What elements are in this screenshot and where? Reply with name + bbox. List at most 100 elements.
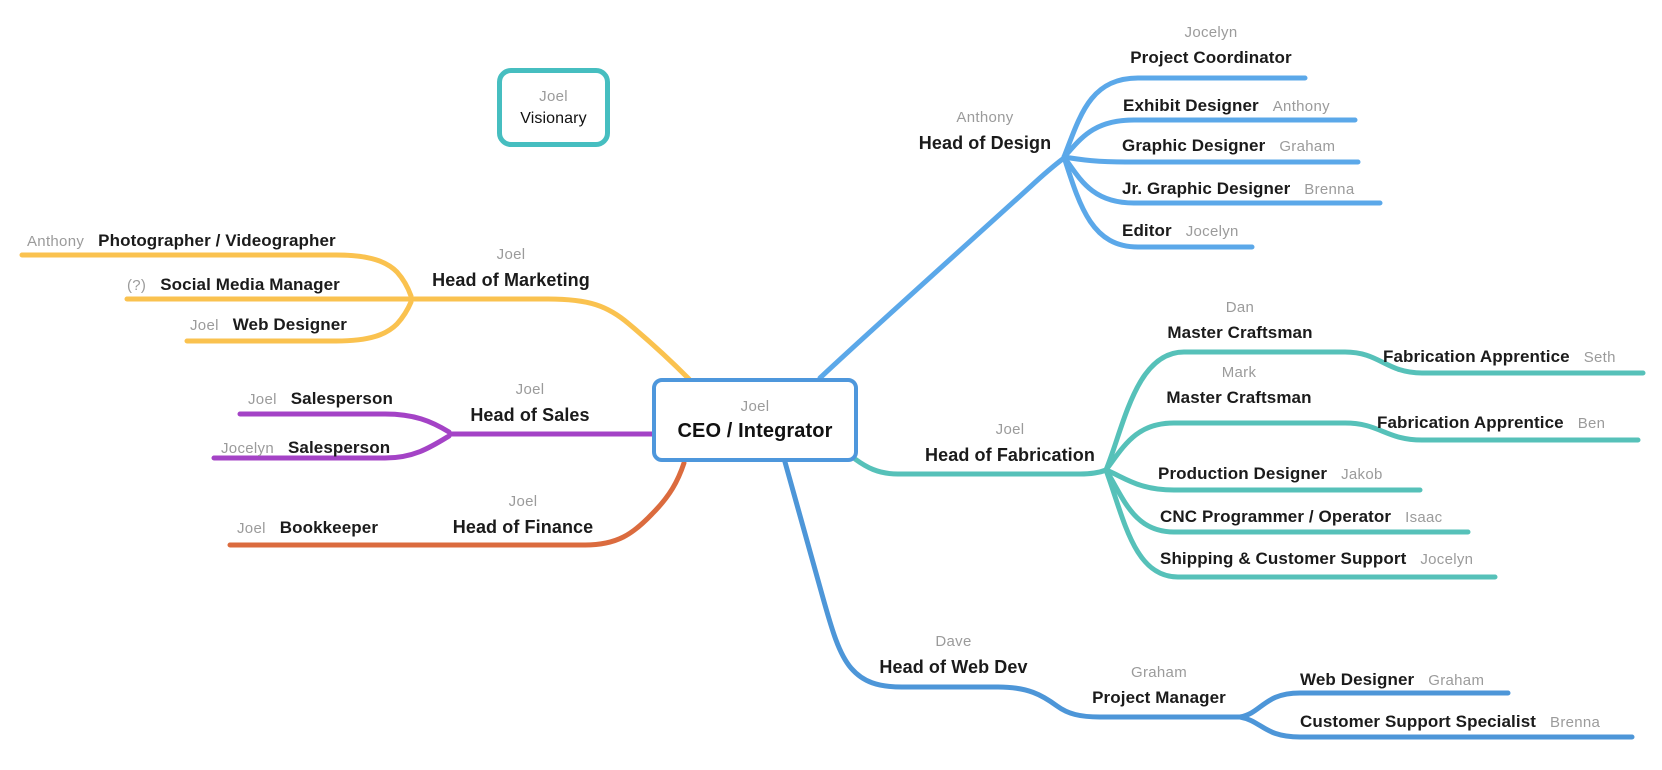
- node-name: Jocelyn: [1185, 223, 1239, 240]
- node-role: Jr. Graphic Designer: [1122, 179, 1291, 198]
- customer-support-branch-line: [1237, 714, 1635, 740]
- webdev-branch-line: [782, 459, 1243, 720]
- node-role: Exhibit Designer: [1123, 96, 1259, 115]
- web-designer-mkt-branch-line: [184, 299, 414, 344]
- exhibit-designer-branch-line: [1061, 117, 1358, 160]
- node-name: Joel: [995, 421, 1025, 438]
- node-name: Jocelyn: [1420, 551, 1474, 568]
- node-role: Shipping & Customer Support: [1160, 549, 1407, 568]
- salesperson-1-node[interactable]: Joel Salesperson: [248, 389, 393, 409]
- node-role: Head of Marketing: [432, 270, 590, 290]
- node-role: Editor: [1122, 221, 1172, 240]
- node-name: Brenna: [1550, 714, 1601, 731]
- node-role: Customer Support Specialist: [1300, 712, 1537, 731]
- head-of-sales-node[interactable]: Joel Head of Sales: [468, 381, 592, 426]
- head-of-fabrication-node[interactable]: Joel Head of Fabrication: [916, 421, 1104, 466]
- node-name: Mark: [1221, 364, 1257, 381]
- web-designer-dev-node[interactable]: Web Designer Graham: [1300, 670, 1484, 690]
- master-craftsman-2-node[interactable]: Mark Master Craftsman: [1156, 364, 1322, 408]
- node-role: Master Craftsman: [1167, 323, 1313, 342]
- marketing-branch-line: [410, 296, 692, 382]
- fabrication-apprentice-1-node[interactable]: Fabrication Apprentice Seth: [1383, 347, 1616, 367]
- node-role: Master Craftsman: [1166, 388, 1312, 407]
- photographer-node[interactable]: Anthony Photographer / Videographer: [27, 231, 336, 251]
- visionary-node[interactable]: Joel Visionary: [497, 68, 610, 147]
- head-of-design-node[interactable]: Anthony Head of Design: [918, 109, 1052, 154]
- fabrication-apprentice-2-node[interactable]: Fabrication Apprentice Ben: [1377, 413, 1605, 433]
- production-designer-branch-line: [1103, 467, 1423, 493]
- node-role: CNC Programmer / Operator: [1160, 507, 1392, 526]
- social-media-manager-node[interactable]: (?) Social Media Manager: [127, 275, 340, 295]
- node-role: Project Coordinator: [1130, 48, 1292, 67]
- photographer-branch-line: [19, 252, 414, 299]
- node-role: Social Media Manager: [160, 275, 340, 294]
- master-craftsman-1-branch-line: [1103, 349, 1646, 473]
- node-name: Brenna: [1304, 181, 1355, 198]
- salesperson-1-branch-line: [237, 411, 452, 435]
- node-name: Joel: [248, 391, 277, 408]
- node-role: Project Manager: [1092, 688, 1226, 707]
- node-role: Production Designer: [1158, 464, 1328, 483]
- cnc-programmer-node[interactable]: CNC Programmer / Operator Isaac: [1160, 507, 1442, 527]
- node-name: Graham: [1428, 672, 1485, 689]
- node-name: Joel: [237, 520, 266, 537]
- node-name: Joel: [496, 246, 526, 263]
- bookkeeper-node[interactable]: Joel Bookkeeper: [237, 518, 378, 538]
- ceo-node[interactable]: Joel CEO / Integrator: [652, 378, 858, 462]
- node-name: Dan: [1225, 299, 1255, 316]
- node-role: Fabrication Apprentice: [1377, 413, 1564, 432]
- jr-graphic-designer-node[interactable]: Jr. Graphic Designer Brenna: [1122, 179, 1354, 199]
- production-designer-node[interactable]: Production Designer Jakob: [1158, 464, 1383, 484]
- finance-branch-line: [227, 460, 687, 548]
- node-name: Jakob: [1341, 466, 1383, 483]
- node-role: Head of Web Dev: [879, 657, 1028, 677]
- node-name: Joel: [190, 317, 219, 334]
- fabrication-branch-line: [852, 456, 1109, 477]
- visionary-role: Visionary: [520, 109, 587, 127]
- node-role: Head of Finance: [452, 517, 594, 537]
- web-designer-marketing-node[interactable]: Joel Web Designer: [190, 315, 347, 335]
- node-name: Ben: [1577, 415, 1606, 432]
- head-of-marketing-node[interactable]: Joel Head of Marketing: [432, 246, 590, 291]
- node-name: Joel: [515, 381, 545, 398]
- node-name: Joel: [508, 493, 538, 510]
- node-role: Salesperson: [287, 438, 391, 457]
- exhibit-designer-node[interactable]: Exhibit Designer Anthony: [1123, 96, 1330, 116]
- shipping-support-node[interactable]: Shipping & Customer Support Jocelyn: [1160, 549, 1473, 569]
- node-role: Head of Design: [918, 133, 1052, 153]
- master-craftsman-2-branch-line: [1103, 420, 1641, 473]
- shipping-branch-line: [1103, 467, 1498, 580]
- node-role: Graphic Designer: [1122, 136, 1266, 155]
- salesperson-2-node[interactable]: Jocelyn Salesperson: [221, 438, 390, 458]
- master-craftsman-1-node[interactable]: Dan Master Craftsman: [1158, 299, 1322, 343]
- head-of-finance-node[interactable]: Joel Head of Finance: [450, 493, 596, 538]
- node-role: Photographer / Videographer: [98, 231, 336, 250]
- design-branch-line: [817, 155, 1067, 381]
- web-designer-dev-branch-line: [1237, 690, 1511, 720]
- customer-support-specialist-node[interactable]: Customer Support Specialist Brenna: [1300, 712, 1600, 732]
- node-name: Anthony: [1272, 98, 1330, 115]
- editor-node[interactable]: Editor Jocelyn: [1122, 221, 1239, 241]
- node-name: Jocelyn: [1184, 24, 1238, 41]
- node-role: Web Designer: [232, 315, 347, 334]
- head-of-webdev-node[interactable]: Dave Head of Web Dev: [875, 633, 1032, 678]
- node-role: Fabrication Apprentice: [1383, 347, 1570, 366]
- node-role: Head of Fabrication: [925, 445, 1095, 465]
- node-name: Graham: [1279, 138, 1336, 155]
- node-name: Isaac: [1405, 509, 1443, 526]
- salesperson-2-branch-line: [211, 433, 452, 461]
- editor-branch-line: [1061, 154, 1255, 250]
- project-coordinator-node[interactable]: Jocelyn Project Coordinator: [1123, 24, 1299, 68]
- project-coordinator-branch-line: [1061, 75, 1308, 160]
- project-manager-node[interactable]: Graham Project Manager: [1088, 664, 1230, 708]
- node-name: Seth: [1583, 349, 1616, 366]
- node-role: Salesperson: [290, 389, 393, 408]
- node-name: Jocelyn: [221, 440, 274, 457]
- ceo-name: Joel: [740, 397, 770, 415]
- node-role: Head of Sales: [470, 405, 590, 425]
- graphic-designer-branch-line: [1061, 154, 1361, 165]
- graphic-designer-node[interactable]: Graphic Designer Graham: [1122, 136, 1335, 156]
- node-name: Graham: [1131, 664, 1187, 681]
- node-name: Anthony: [956, 109, 1014, 126]
